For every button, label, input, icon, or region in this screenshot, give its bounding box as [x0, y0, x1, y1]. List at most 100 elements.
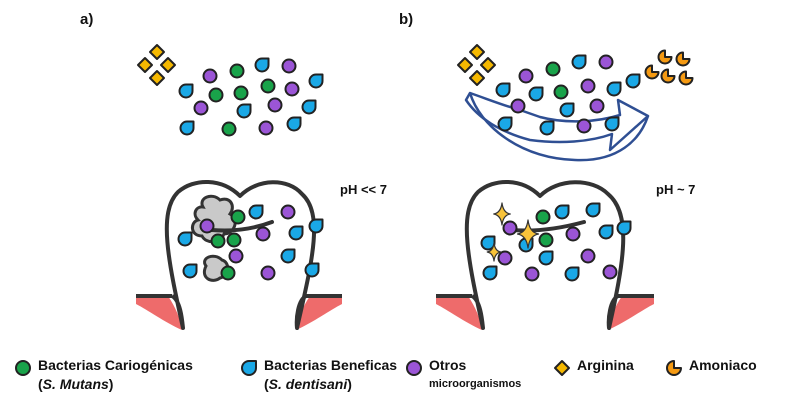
ammonia-cluster: [644, 49, 694, 86]
cariogenic-bacteria-icon: [230, 209, 246, 225]
beneficial-bacteria-icon: [248, 204, 264, 220]
other-microorganism-icon: [267, 97, 283, 113]
arginine-diamond: [469, 44, 485, 60]
arginine-cluster-b: [457, 44, 496, 86]
other-microorganism-icon: [580, 78, 596, 94]
beneficial-bacteria-icon: [308, 218, 324, 234]
beneficial-bacteria-icon: [288, 225, 304, 241]
legend-beneficial-name: Bacterias Beneficas: [264, 357, 398, 373]
legend-item-cariogenic: Bacterias Cariogénicas (S. Mutans): [14, 356, 193, 394]
legend-item-ammonia: Amoniaco: [665, 356, 757, 377]
beneficial-bacteria-icon: [598, 224, 614, 240]
beneficial-bacteria-icon: [308, 73, 324, 89]
cariogenic-bacteria-icon: [221, 121, 237, 137]
bacteria-tooth-b: [480, 202, 632, 282]
other-microorganism-icon: [202, 68, 218, 84]
beneficial-bacteria-icon: [497, 116, 513, 132]
other-microorganism-icon: [502, 220, 518, 236]
arginine-diamond: [457, 57, 473, 73]
arginine-diamond: [149, 70, 165, 86]
conversion-arrow: [464, 91, 650, 152]
beneficial-bacteria-icon: [301, 99, 317, 115]
sparkle-icon: [486, 242, 502, 262]
other-microorganism-icon: [497, 250, 513, 266]
cariogenic-bacteria-icon: [210, 233, 226, 249]
arginine-diamond: [149, 44, 165, 60]
arginine-diamond: [137, 57, 153, 73]
cariogenic-bacteria-icon: [220, 265, 236, 281]
other-microorganism-icon: [193, 100, 209, 116]
arginine-diamond: [469, 70, 485, 86]
ammonia-icon: [644, 64, 660, 80]
beneficial-bacteria-icon: [286, 116, 302, 132]
legend-item-others: Otros microorganismos: [405, 356, 521, 394]
sparkles: [486, 202, 540, 262]
cariogenic-bacteria-icon: [226, 232, 242, 248]
tooth-outline-b: [464, 179, 626, 330]
beneficial-bacteria-icon: [606, 81, 622, 97]
other-microorganism-icon: [598, 54, 614, 70]
panel-a: pH << 7: [136, 44, 387, 330]
beneficial-bacteria-icon: [604, 116, 620, 132]
beneficial-bacteria-icon: [585, 202, 601, 218]
other-microorganism-icon: [258, 120, 274, 136]
gum-left-a: [136, 296, 182, 330]
ammonia-icon: [678, 70, 694, 86]
cariogenic-bacteria-icon: [260, 78, 276, 94]
bacteria-cloud-a: [178, 57, 324, 137]
other-microorganism-icon: [510, 98, 526, 114]
other-microorganism-icon: [589, 98, 605, 114]
other-microorganism-icon: [565, 226, 581, 242]
beneficial-bacteria-icon: [559, 102, 575, 118]
beneficial-bacteria-icon: [538, 250, 554, 266]
legend-cariogenic-name: Bacterias Cariogénicas: [38, 357, 193, 373]
panel-a-label: a): [80, 11, 93, 28]
arginine-icon: [554, 360, 570, 376]
diagram-canvas: a) b) pH << 7: [80, 11, 695, 330]
gum-right-b: [608, 296, 654, 330]
legend-arginine-name: Arginina: [577, 357, 634, 373]
panel-b-label: b): [399, 11, 413, 28]
other-microorganisms-icon: [406, 360, 422, 376]
legend-item-beneficial: Bacterias Beneficas (S. dentisani): [240, 356, 397, 394]
beneficial-bacteria-icon: [539, 120, 555, 136]
sparkle-icon: [493, 202, 511, 226]
arginine-cluster-a: [137, 44, 176, 86]
cariogenic-bacteria-icon: [535, 209, 551, 225]
tooth-outline-a: [164, 179, 317, 330]
other-microorganism-icon: [576, 118, 592, 134]
legend: Bacterias Cariogénicas (S. Mutans) Bacte…: [0, 352, 800, 398]
gum-left-b: [436, 296, 482, 330]
beneficial-bacteria-icon: [254, 57, 270, 73]
arginine-diamond: [480, 57, 496, 73]
other-microorganism-icon: [280, 204, 296, 220]
cariogenic-bacteria-icon: [15, 360, 31, 376]
legend-others-line2: microorganismos: [429, 378, 522, 390]
cariogenic-bacteria-icon: [553, 84, 569, 100]
legend-cariogenic-species: S. Mutans: [42, 376, 109, 392]
panel-b: pH ~ 7: [436, 44, 695, 330]
beneficial-bacteria-icon: [482, 265, 498, 281]
beneficial-bacteria-icon: [495, 82, 511, 98]
other-microorganism-icon: [580, 248, 596, 264]
bacteria-cloud-b: [495, 54, 641, 136]
beneficial-bacteria-icon: [528, 86, 544, 102]
fissure-a: [210, 220, 274, 233]
other-microorganism-icon: [602, 264, 618, 280]
beneficial-bacteria-icon: [177, 231, 193, 247]
cariogenic-bacteria-icon: [545, 61, 561, 77]
beneficial-bacteria-icon: [241, 360, 257, 376]
legend-beneficial-species: S. dentisani: [268, 376, 348, 392]
other-microorganism-icon: [524, 266, 540, 282]
ammonia-icon: [660, 68, 676, 84]
other-microorganism-icon: [518, 68, 534, 84]
beneficial-bacteria-icon: [178, 83, 194, 99]
beneficial-bacteria-icon: [304, 262, 320, 278]
legend-ammonia-name: Amoniaco: [689, 357, 757, 373]
beneficial-bacteria-icon: [625, 73, 641, 89]
beneficial-bacteria-icon: [571, 54, 587, 70]
beneficial-bacteria-icon: [236, 103, 252, 119]
other-microorganism-icon: [255, 226, 271, 242]
other-microorganism-icon: [228, 248, 244, 264]
other-microorganism-icon: [281, 58, 297, 74]
